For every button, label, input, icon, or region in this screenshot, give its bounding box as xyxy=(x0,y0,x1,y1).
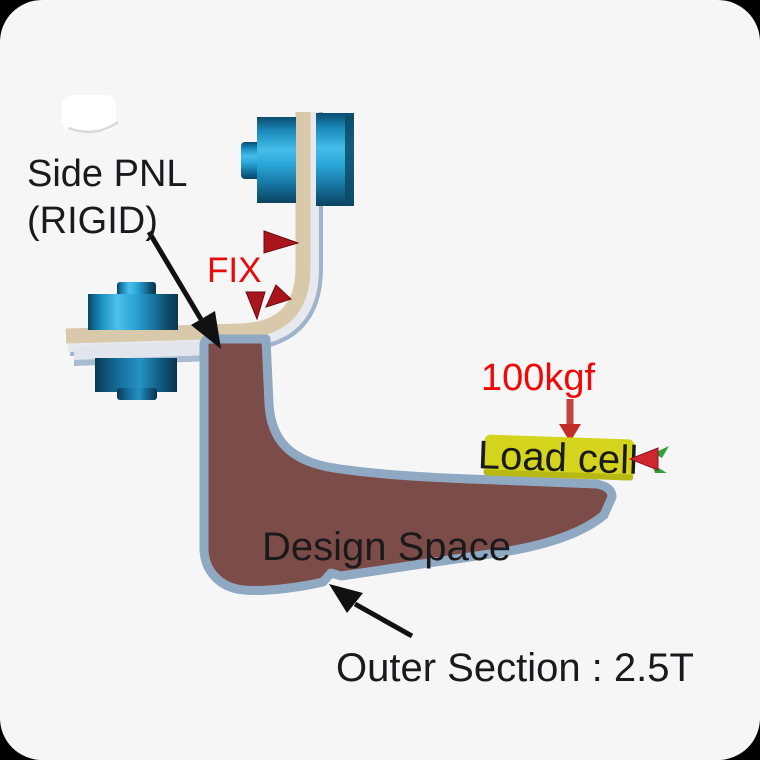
annotation-labels: Side PNL (RIGID) FIX 100kgf Design Space… xyxy=(27,153,694,690)
side-panel-face xyxy=(65,112,311,344)
load-magnitude-label: 100kgf xyxy=(481,357,596,399)
design-space-shape xyxy=(199,334,617,595)
fix-label: FIX xyxy=(207,251,261,290)
load-cell-label: Load cell xyxy=(477,433,639,483)
left-bolt-bottom-nut xyxy=(95,358,177,392)
left-bolt xyxy=(88,282,178,400)
side-pnl-label-line1: Side PNL xyxy=(27,153,188,195)
outer-section-label: Outer Section : 2.5T xyxy=(336,646,694,690)
arrowhead-icon xyxy=(329,584,363,613)
load-arrowhead-icon xyxy=(559,424,581,442)
side-pnl-label-line2: (RIGID) xyxy=(27,200,158,242)
leader-arrow-side-pnl xyxy=(146,230,221,349)
fix-cone-icon xyxy=(265,284,292,308)
load-cell-box xyxy=(483,434,635,481)
arrowhead-icon xyxy=(191,311,221,349)
load-arrow xyxy=(559,399,581,442)
top-bolt xyxy=(241,113,354,206)
fix-constraint-icons xyxy=(245,230,300,321)
render-artifact xyxy=(62,95,119,134)
left-bolt-top-nut xyxy=(88,294,178,330)
axis-triad-icon xyxy=(628,446,669,473)
left-bolt-bottom-cap xyxy=(117,388,157,400)
fix-cone-icon xyxy=(263,230,300,254)
leader-arrow-outer-section xyxy=(329,584,414,639)
load-cell-badge: Load cell xyxy=(477,433,639,483)
design-space-label: Design Space xyxy=(262,525,511,569)
top-bolt-left-nut xyxy=(257,117,296,203)
fix-cone-icon xyxy=(245,291,266,321)
